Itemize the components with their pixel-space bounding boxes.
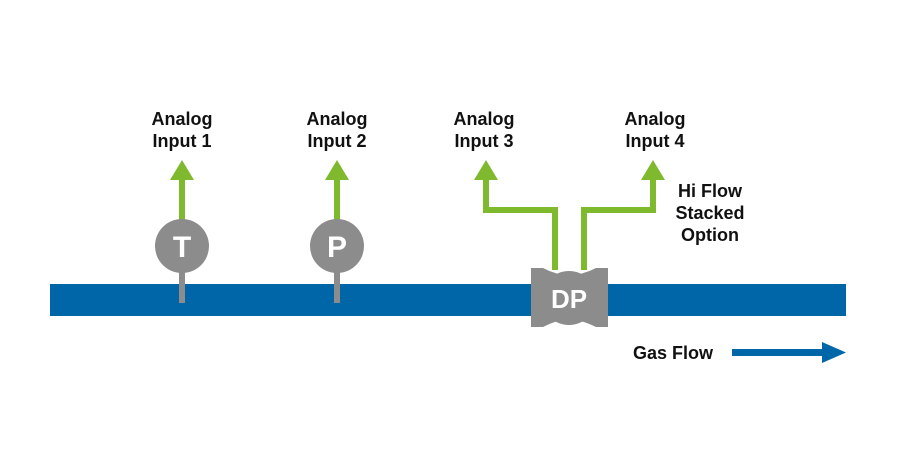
gas-flow-label: Gas Flow [632,343,713,363]
hi-flow-line3: Option [681,225,739,245]
analog-input-2-label: Analog Input 2 [287,108,387,152]
dp-signal-line-left [483,178,558,270]
p-sensor-circle [310,219,364,273]
analog-input-4-line1: Analog [624,109,686,129]
p-sensor-letter: P [327,231,347,264]
analog-input-3-line2: Input 3 [454,131,514,151]
hi-flow-stacked-option-label: Hi Flow Stacked Option [655,180,765,246]
dp-sensor-letter: DP [551,284,587,314]
dp-sensor-circle [542,271,596,325]
analog-input-1-line1: Analog [151,109,213,129]
dp-signal-line-right [581,178,656,270]
analog-input-4-label: Analog Input 4 [605,108,705,152]
t-sensor-letter: T [173,231,191,264]
analog-input-3-label: Analog Input 3 [434,108,534,152]
analog-input-2-line2: Input 2 [307,131,367,151]
analog-input-1-line2: Input 1 [152,131,212,151]
gas-pipe [50,284,846,316]
dp-signal-arrowhead-left [474,160,498,180]
t-sensor-circle [155,219,209,273]
analog-input-2-line1: Analog [306,109,368,129]
dp-signal-arrowhead-right [641,160,665,180]
hi-flow-line2: Stacked [675,203,745,223]
gas-flow-arrowhead [822,342,846,363]
analog-input-3-line1: Analog [453,109,515,129]
p-signal-arrowhead [325,160,349,180]
analog-input-1-label: Analog Input 1 [132,108,232,152]
t-signal-arrowhead [170,160,194,180]
hi-flow-line1: Hi Flow [678,181,742,201]
analog-input-4-line2: Input 4 [625,131,685,151]
gas-flow-arrow-shaft [732,349,824,356]
